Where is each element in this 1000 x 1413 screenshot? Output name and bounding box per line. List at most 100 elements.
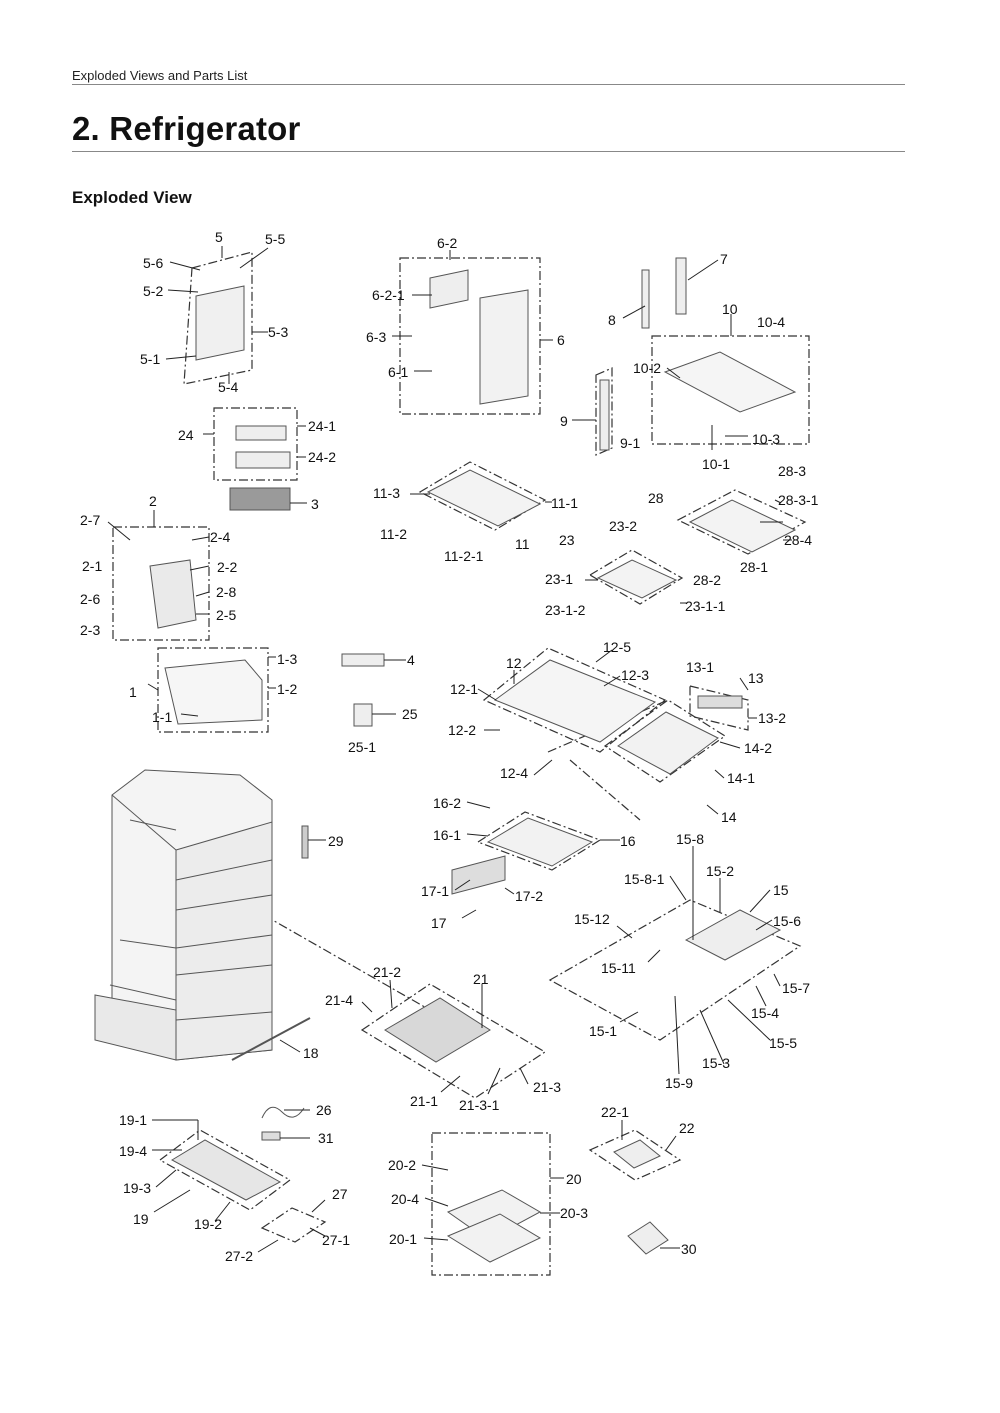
callout-label: 15-2	[706, 863, 734, 879]
group-box-22	[588, 1129, 682, 1181]
callout-label: 15-6	[773, 913, 801, 929]
callout-label: 19-1	[119, 1112, 147, 1128]
callout-label: 2	[149, 493, 157, 509]
page-title: 2. Refrigerator	[72, 110, 301, 147]
part-5-evaporator-cover	[195, 285, 245, 361]
group-box-16	[476, 811, 602, 871]
header-divider	[72, 84, 905, 85]
callout-label: 11	[515, 536, 530, 552]
group-box-5	[183, 251, 253, 385]
callout-label: 2-2	[217, 559, 237, 575]
part-31-clip	[261, 1131, 281, 1141]
callout-label: 2-4	[210, 529, 230, 545]
part-10-shelf	[663, 351, 797, 413]
callout-label: 6-1	[388, 364, 408, 380]
callout-label: 15-5	[769, 1035, 797, 1051]
callout-label: 10-1	[702, 456, 730, 472]
callout-label: 9-1	[620, 435, 640, 451]
part-21-rail	[384, 997, 491, 1063]
callout-label: 12	[506, 655, 522, 671]
callout-label: 5-5	[265, 231, 285, 247]
callout-label: 17-1	[421, 883, 449, 899]
callout-label: 28	[648, 490, 664, 506]
part-9-rail	[599, 379, 610, 451]
group-box-9	[595, 367, 613, 456]
callout-label: 1	[129, 684, 137, 700]
part-18-rail	[231, 1017, 311, 1061]
callout-label: 13	[748, 670, 764, 686]
callout-label: 23	[559, 532, 575, 548]
callout-label: 10	[722, 301, 738, 317]
part-4-bracket	[341, 653, 385, 667]
callout-label: 24-1	[308, 418, 336, 434]
callout-label: 20-4	[391, 1191, 419, 1207]
callout-label: 20-1	[389, 1231, 417, 1247]
callout-label: 10-4	[757, 314, 785, 330]
leader-lines	[107, 246, 792, 1253]
callout-label: 27-2	[225, 1248, 253, 1264]
section-subtitle: Exploded View	[72, 188, 192, 207]
part-25-switch	[353, 703, 373, 727]
title-divider	[72, 151, 905, 152]
part-6-panel	[479, 289, 529, 405]
part-23-shelf	[596, 559, 678, 599]
callout-label: 21-3-1	[459, 1097, 500, 1113]
part-sketches	[94, 257, 797, 1263]
group-box-27	[260, 1207, 327, 1243]
callout-label: 25-1	[348, 739, 376, 755]
callout-label: 5-4	[218, 379, 238, 395]
part-12-frame	[493, 659, 657, 743]
part-2-icemaker	[149, 559, 197, 629]
callout-label: 6	[557, 332, 565, 348]
callout-label: 14	[721, 809, 737, 825]
callout-label: 10-3	[752, 431, 780, 447]
callout-label: 11-2-1	[444, 548, 484, 564]
part-3-filter	[229, 487, 291, 511]
callout-label: 19-3	[123, 1180, 151, 1196]
callout-label: 15-4	[751, 1005, 779, 1021]
callout-label: 15-8	[676, 831, 704, 847]
callout-label: 12-1	[450, 681, 478, 697]
callout-label: 16	[620, 833, 636, 849]
callout-label: 12-3	[621, 667, 649, 683]
cabinet-sketch	[94, 769, 273, 1061]
part-28-shelf	[688, 499, 797, 553]
callout-label: 5-2	[143, 283, 163, 299]
part-24-filter-plate	[235, 425, 287, 441]
callout-label: 16-1	[433, 827, 461, 843]
callout-label: 3	[311, 496, 319, 512]
callout-label: 21-2	[373, 964, 401, 980]
callout-label: 23-1-1	[685, 598, 726, 614]
callout-label: 12-2	[448, 722, 476, 738]
group-box-13	[689, 685, 749, 731]
callout-label: 21	[473, 971, 489, 987]
group-box-12	[482, 647, 667, 753]
callout-label: 20-2	[388, 1157, 416, 1173]
callout-label: 26	[316, 1102, 332, 1118]
callout-label: 11-1	[551, 495, 578, 511]
part-15-panel	[684, 909, 782, 961]
part-1-bucket	[164, 659, 263, 725]
connector-12-14	[547, 699, 669, 753]
connector-14-16	[569, 759, 641, 821]
callout-label: 13-2	[758, 710, 786, 726]
callout-label: 15-3	[702, 1055, 730, 1071]
callout-label: 15	[773, 882, 789, 898]
callout-label: 29	[328, 833, 344, 849]
callout-label: 31	[318, 1130, 334, 1146]
callout-label: 17-2	[515, 888, 543, 904]
callout-label: 1-2	[277, 681, 297, 697]
callout-label: 23-1-2	[545, 602, 586, 618]
group-box-24	[213, 407, 298, 481]
group-box-2	[112, 526, 210, 641]
callout-label: 2-7	[80, 512, 100, 528]
callout-label: 20	[566, 1171, 582, 1187]
callout-label: 23-1	[545, 571, 573, 587]
callout-label: 2-3	[80, 622, 100, 638]
callout-label: 12-5	[603, 639, 631, 655]
callout-label: 27	[332, 1186, 348, 1202]
callout-label: 19-4	[119, 1143, 147, 1159]
callout-label: 21-3	[533, 1079, 561, 1095]
callout-label: 14-2	[744, 740, 772, 756]
callout-label: 24	[178, 427, 194, 443]
